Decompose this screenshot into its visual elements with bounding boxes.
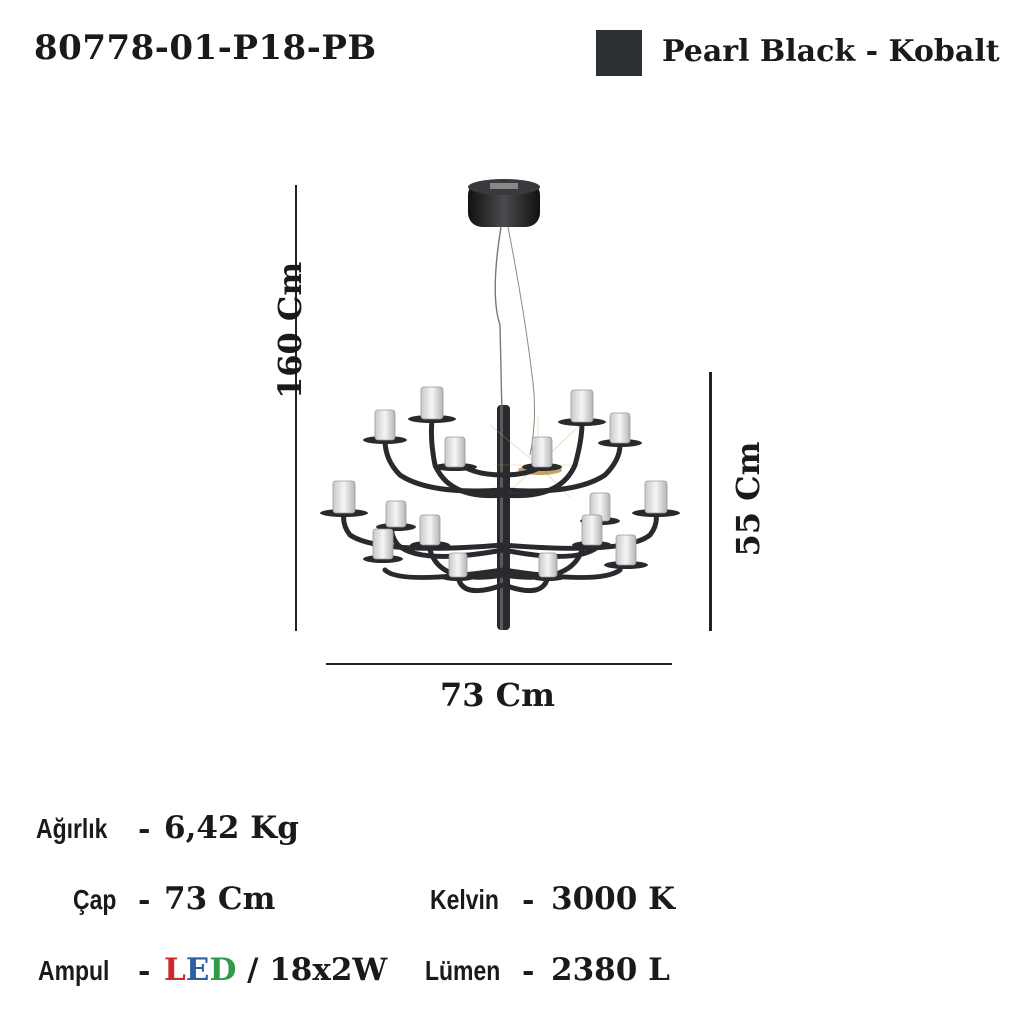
kelvin-separator: - — [522, 883, 535, 918]
lumen-separator: - — [522, 954, 535, 989]
lumen-label: Lümen — [425, 955, 501, 986]
diameter-separator: - — [138, 883, 151, 918]
bulb-power: / 18x2W — [247, 952, 388, 988]
product-code: 80778-01-P18-PB — [34, 28, 377, 68]
led-letter-e: E — [185, 952, 210, 988]
light-candles — [320, 386, 680, 581]
ceiling-canopy — [468, 179, 540, 227]
upper-arms — [382, 417, 623, 499]
total-height-label: 160 Cm — [271, 261, 309, 399]
diameter-spec-value: 73 Cm — [164, 881, 276, 917]
weight-value: 6,42 Kg — [164, 810, 299, 846]
bulb-separator: - — [138, 954, 151, 989]
lumen-value: 2380 L — [551, 952, 670, 988]
led-letter-d: D — [209, 952, 237, 988]
body-height-dimension-line — [709, 372, 712, 631]
led-letter-l: L — [164, 952, 186, 988]
bulb-label: Ampul — [38, 955, 110, 986]
finish-color-swatch — [596, 30, 642, 76]
weight-label: Ağırlık — [36, 813, 108, 844]
diameter-dimension-line — [326, 663, 672, 665]
diameter-spec-label: Çap — [73, 884, 117, 915]
diameter-label: 73 Cm — [440, 676, 555, 714]
finish-name: Pearl Black - Kobalt — [662, 34, 1000, 69]
height-dimension-line — [295, 185, 297, 631]
weight-separator: - — [138, 812, 151, 847]
body-height-label: 55 Cm — [729, 441, 767, 557]
chandelier-illustration — [320, 179, 680, 630]
kelvin-value: 3000 K — [551, 881, 676, 917]
kelvin-label: Kelvin — [430, 884, 499, 915]
bulb-value: LED / 18x2W — [164, 952, 387, 988]
